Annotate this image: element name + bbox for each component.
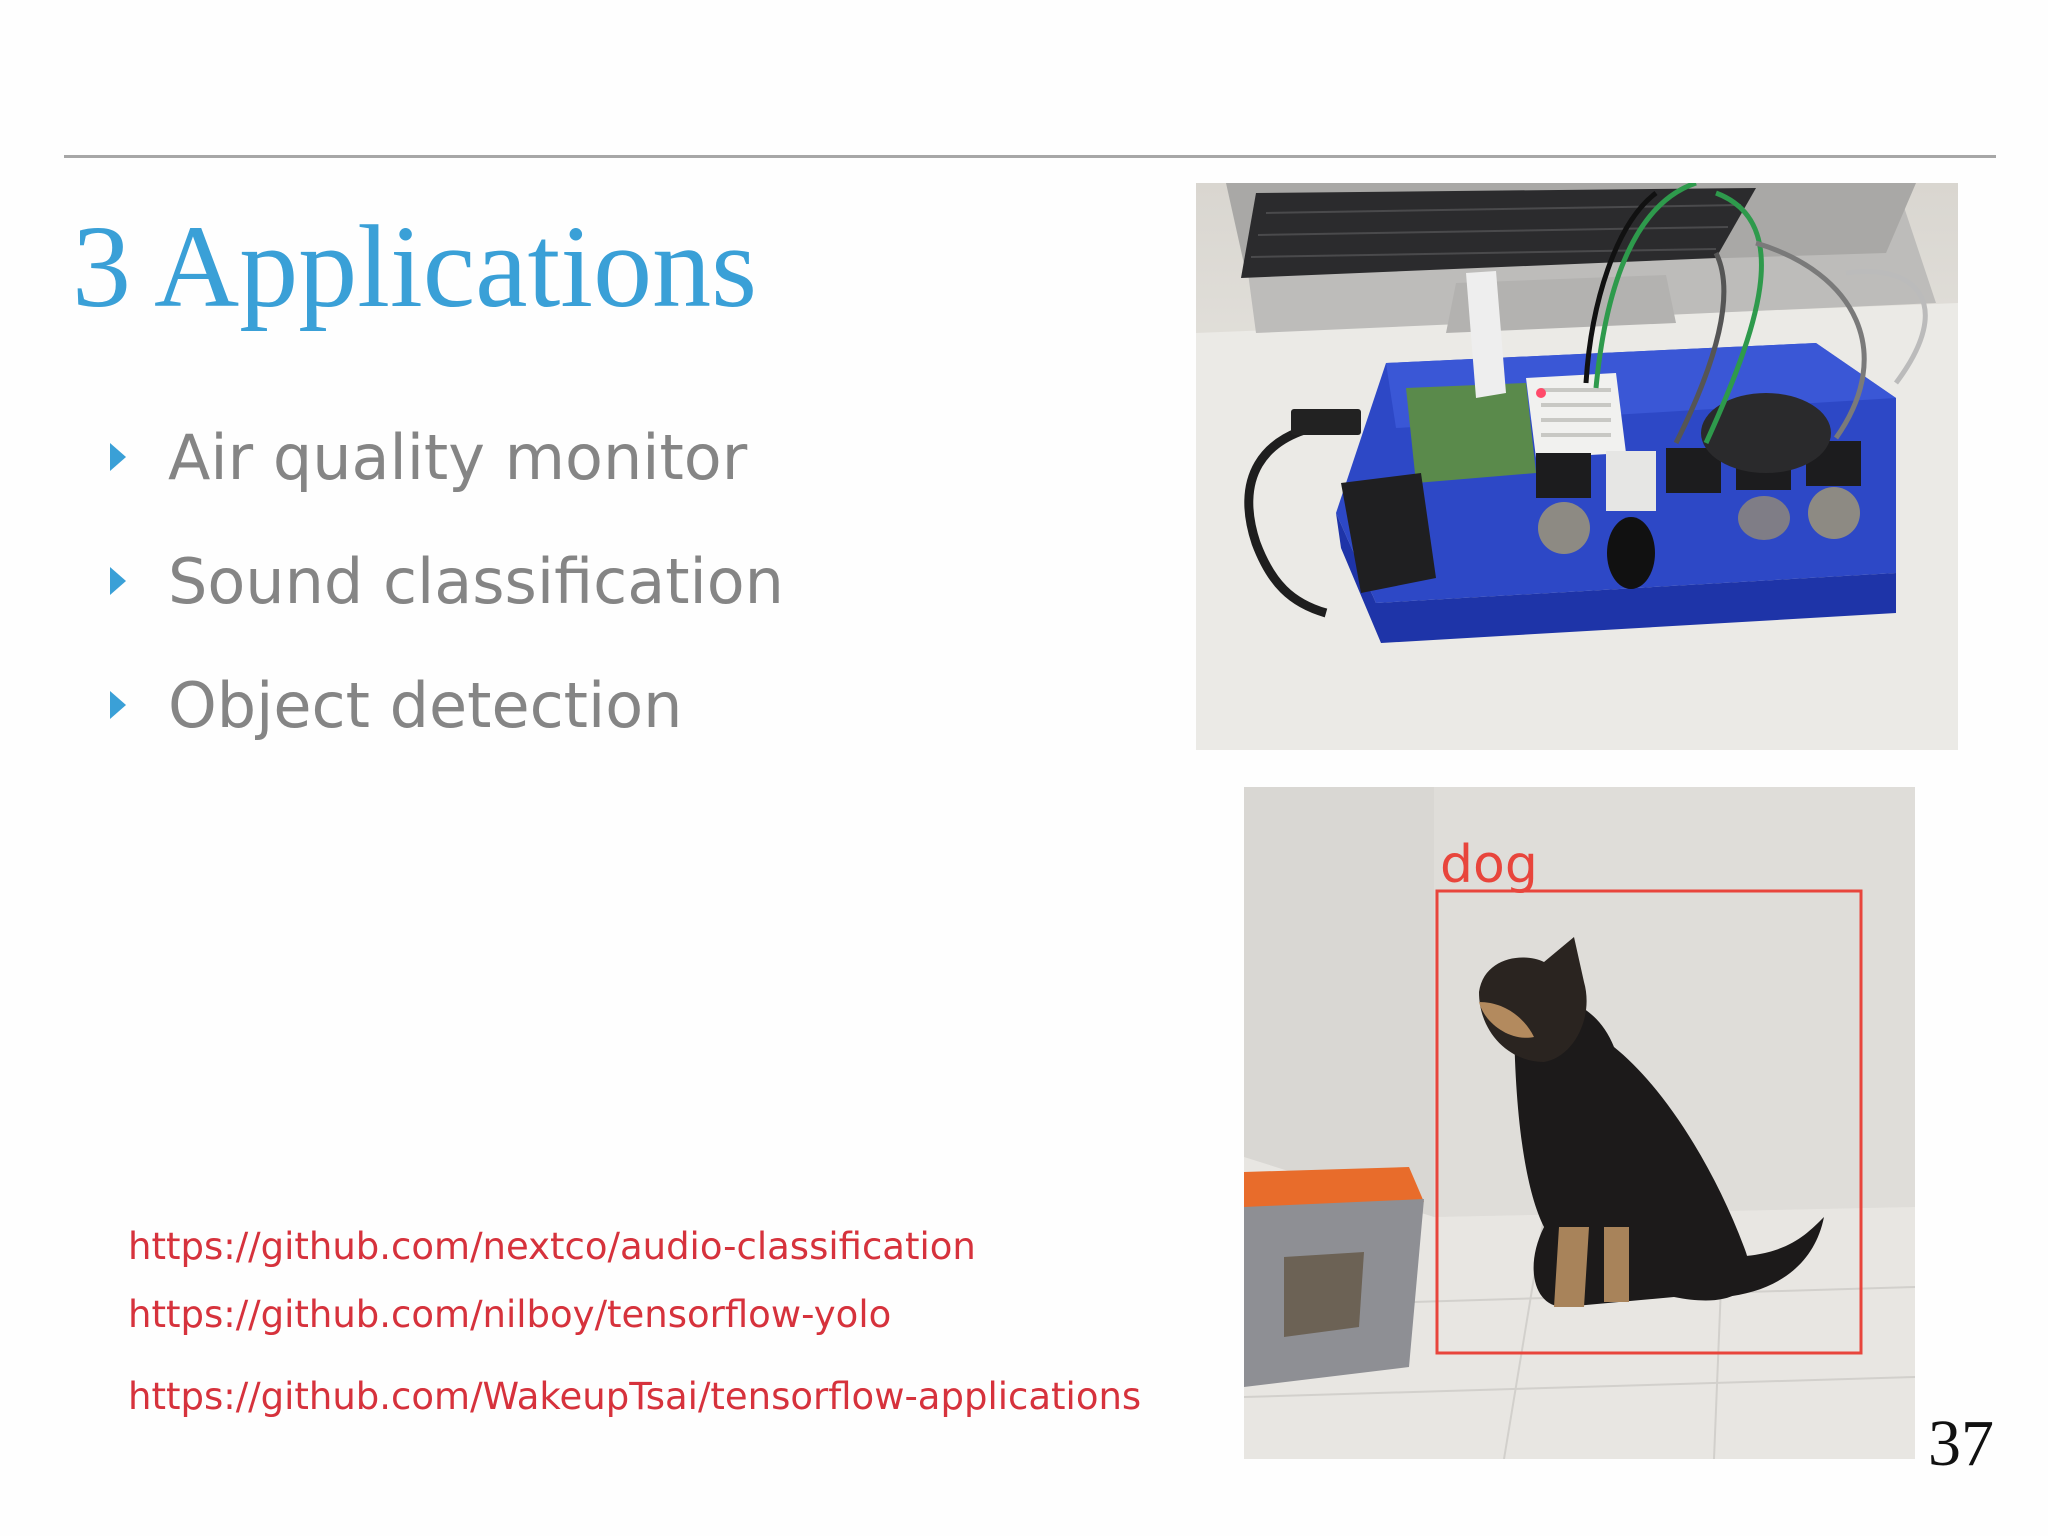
triangle-right-icon: [110, 567, 126, 595]
bullet-item: Air quality monitor: [100, 395, 784, 519]
dog-detection-illustration: dog: [1244, 787, 1915, 1459]
top-divider: [64, 155, 1996, 158]
sensor-box-illustration: [1196, 183, 1958, 750]
bullet-text: Air quality monitor: [168, 420, 748, 494]
page-number: 37: [1928, 1407, 1994, 1480]
bullet-item: Object detection: [100, 643, 784, 767]
dog-detection-photo: dog: [1244, 787, 1915, 1459]
triangle-right-icon: [110, 691, 126, 719]
link-tensorflow-applications[interactable]: https://github.com/WakeupTsai/tensorflow…: [128, 1375, 1142, 1418]
link-audio-classification[interactable]: https://github.com/nextco/audio-classifi…: [128, 1225, 976, 1268]
bullet-list: Air quality monitor Sound classification…: [100, 395, 784, 767]
triangle-right-icon: [110, 443, 126, 471]
bullet-text: Sound classification: [168, 544, 784, 618]
link-tensorflow-yolo[interactable]: https://github.com/nilboy/tensorflow-yol…: [128, 1293, 892, 1336]
sensor-box-photo: [1196, 183, 1958, 750]
slide-title: 3 Applications: [72, 201, 758, 332]
bullet-text: Object detection: [168, 668, 683, 742]
bullet-item: Sound classification: [100, 519, 784, 643]
detection-label: dog: [1440, 835, 1538, 895]
